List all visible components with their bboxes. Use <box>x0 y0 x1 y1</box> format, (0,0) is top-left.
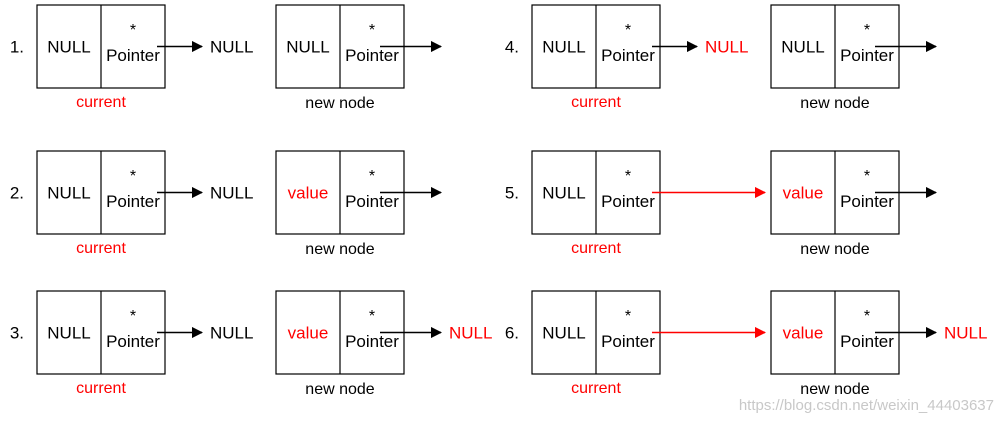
new-node-pointer-label: Pointer <box>345 192 399 211</box>
new-node-star-label: * <box>369 308 375 325</box>
step-4: 4. NULL * Pointer current NULL NULL * Pointer new… <box>505 4 938 112</box>
new-node-pointer-label: Pointer <box>840 192 894 211</box>
current-node-pointer-label: Pointer <box>601 192 655 211</box>
step-number: 4. <box>505 38 519 57</box>
new-node-star-label: * <box>369 168 375 185</box>
current-target-null: NULL <box>210 324 253 343</box>
current-node-data-label: NULL <box>542 184 585 203</box>
step-2: 2. NULL * Pointer current NULL value * Pointer ne… <box>10 150 443 258</box>
current-label: current <box>571 94 621 111</box>
new-node-label: new node <box>305 241 374 258</box>
new-node-pointer-label: Pointer <box>345 46 399 65</box>
current-node-data-label: NULL <box>542 324 585 343</box>
current-target-null: NULL <box>210 38 253 57</box>
current-node-pointer-label: Pointer <box>106 192 160 211</box>
current-node-star-label: * <box>130 168 136 185</box>
new-node-pointer-label: Pointer <box>840 332 894 351</box>
current-label: current <box>571 240 621 257</box>
current-node-pointer-label: Pointer <box>601 332 655 351</box>
current-target-null: NULL <box>705 38 748 57</box>
current-node-data-label: NULL <box>47 324 90 343</box>
current-node-star-label: * <box>625 168 631 185</box>
new-node-label: new node <box>305 95 374 112</box>
new-node-pointer-label: Pointer <box>345 332 399 351</box>
current-node-data-label: NULL <box>542 38 585 57</box>
current-node: NULL * Pointer <box>531 290 661 375</box>
current-node: NULL * Pointer <box>36 290 166 375</box>
step-number: 5. <box>505 184 519 203</box>
new-node-data-label: NULL <box>781 38 824 57</box>
watermark: https://blog.csdn.net/weixin_44403637 <box>739 397 994 414</box>
new-node-label: new node <box>800 241 869 258</box>
current-node-star-label: * <box>625 22 631 39</box>
step-6: 6. NULL * Pointer current value * Pointer new no… <box>505 290 987 398</box>
step-3: 3. NULL * Pointer current NULL value * Pointer ne… <box>10 290 492 398</box>
current-node-star-label: * <box>625 308 631 325</box>
new-node-data-label: value <box>288 324 329 343</box>
new-node-star-label: * <box>864 22 870 39</box>
new-node-label: new node <box>305 381 374 398</box>
new-node-data-label: value <box>783 184 824 203</box>
current-target-null: NULL <box>210 184 253 203</box>
new-node-star-label: * <box>369 22 375 39</box>
current-node-data-label: NULL <box>47 184 90 203</box>
new-node-pointer-label: Pointer <box>840 46 894 65</box>
new-node: NULL * Pointer <box>770 4 900 89</box>
current-node: NULL * Pointer <box>36 150 166 235</box>
new-node-star-label: * <box>864 168 870 185</box>
new-node: value * Pointer <box>770 150 900 235</box>
current-label: current <box>76 240 126 257</box>
current-node-pointer-label: Pointer <box>106 332 160 351</box>
current-node-pointer-label: Pointer <box>106 46 160 65</box>
new-node-data-label: value <box>288 184 329 203</box>
new-node-label: new node <box>800 381 869 398</box>
new-node-data-label: NULL <box>286 38 329 57</box>
new-node-label: new node <box>800 95 869 112</box>
current-node: NULL * Pointer <box>36 4 166 89</box>
current-node-pointer-label: Pointer <box>601 46 655 65</box>
current-node-star-label: * <box>130 22 136 39</box>
new-node-star-label: * <box>864 308 870 325</box>
step-1: 1. NULL * Pointer current NULL NULL * Pointer new… <box>10 4 443 112</box>
current-label: current <box>76 94 126 111</box>
step-5: 5. NULL * Pointer current value * Pointer new no… <box>505 150 938 258</box>
step-number: 1. <box>10 38 24 57</box>
new-node-data-label: value <box>783 324 824 343</box>
current-node: NULL * Pointer <box>531 4 661 89</box>
current-label: current <box>76 380 126 397</box>
new-target-null: NULL <box>449 324 492 343</box>
current-label: current <box>571 380 621 397</box>
step-number: 6. <box>505 324 519 343</box>
current-node: NULL * Pointer <box>531 150 661 235</box>
current-node-data-label: NULL <box>47 38 90 57</box>
current-node-star-label: * <box>130 308 136 325</box>
step-number: 2. <box>10 184 24 203</box>
new-target-null: NULL <box>944 324 987 343</box>
step-number: 3. <box>10 324 24 343</box>
new-node: value * Pointer <box>275 290 405 375</box>
